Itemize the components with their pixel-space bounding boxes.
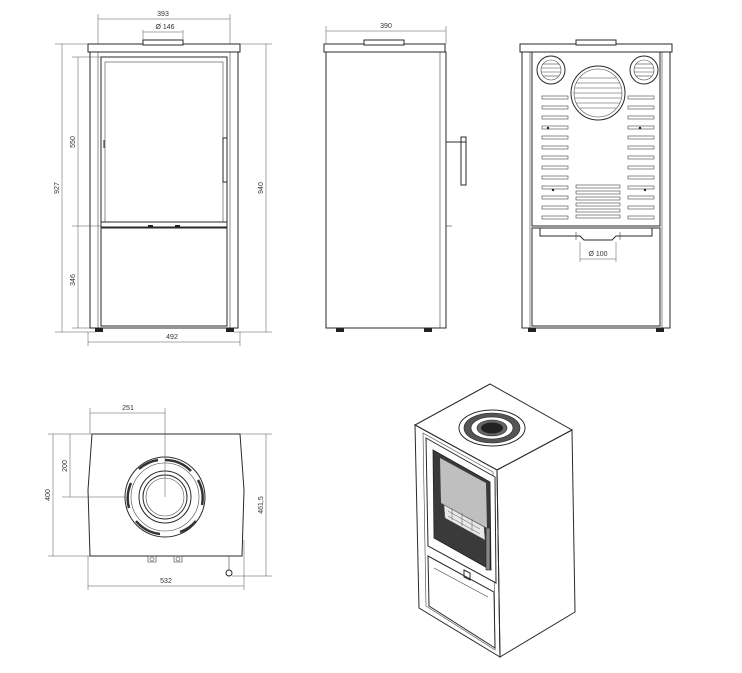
dim-front-total-height-right: 940: [258, 182, 265, 194]
louvres-center: [575, 184, 621, 219]
rear-flue-outlet-icon: [570, 65, 626, 121]
dim-front-flue-diameter: Ø 146: [155, 24, 174, 31]
front-view: 393 Ø 146 927 550 346 940 492: [54, 11, 272, 346]
dim-front-width-bottom: 492: [166, 334, 178, 341]
louvres-right: [627, 95, 655, 220]
dim-top-width: 532: [160, 578, 172, 585]
top-view: 251 200 400 461,5 532: [45, 405, 272, 590]
back-view: Ø 100: [519, 39, 673, 332]
dim-front-width-top: 393: [157, 11, 169, 18]
isometric-view: [413, 383, 576, 658]
dim-top-depth-right: 461,5: [258, 496, 265, 514]
dim-front-door-height: 550: [70, 136, 77, 148]
dim-side-depth: 390: [380, 23, 392, 30]
louvres-left: [541, 95, 569, 220]
dim-front-total-height: 927: [54, 182, 61, 194]
dim-back-flue-diameter: Ø 100: [588, 251, 607, 258]
air-inlet-right-icon: [629, 55, 659, 85]
iso-flue-collar-icon: [458, 409, 526, 447]
air-inlet-left-icon: [536, 55, 566, 85]
side-view: 390: [323, 23, 467, 332]
dim-front-base-height: 346: [70, 274, 77, 286]
dim-top-offset-x: 251: [122, 405, 134, 412]
dim-top-offset-y: 200: [62, 460, 69, 472]
dim-top-depth: 400: [45, 489, 52, 501]
